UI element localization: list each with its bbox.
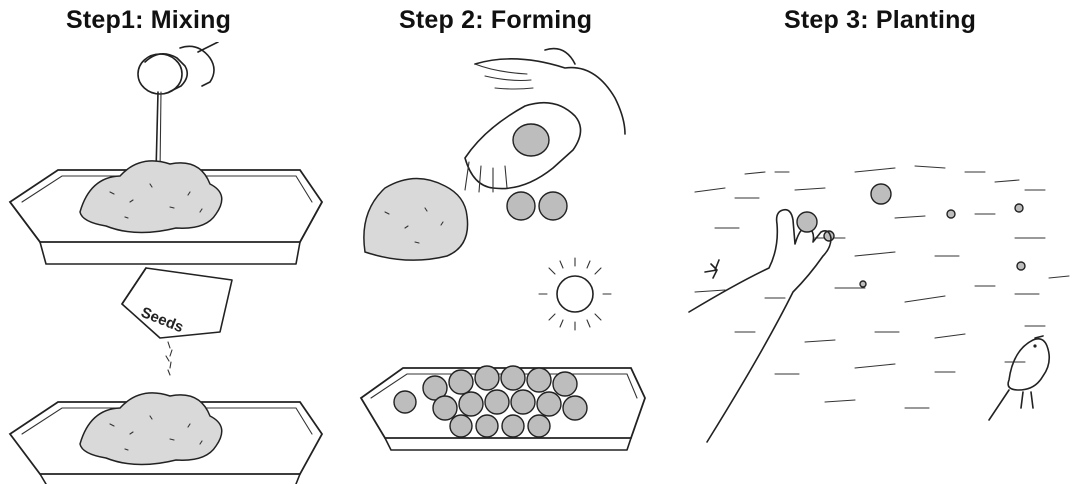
step1-illustration: Seeds bbox=[0, 42, 345, 484]
tray-of-balls-icon bbox=[361, 366, 645, 450]
flower-icon bbox=[705, 260, 719, 278]
field-icon bbox=[695, 166, 1069, 408]
step3-title: Step 3: Planting bbox=[784, 6, 976, 35]
step3-illustration bbox=[675, 42, 1084, 484]
pouring-jug-icon bbox=[138, 42, 218, 172]
soil-tray-icon bbox=[10, 161, 322, 264]
soil-pile-icon bbox=[364, 178, 468, 260]
bird-icon bbox=[989, 336, 1049, 420]
hands-rolling-icon bbox=[465, 49, 625, 192]
seed-balls-icon bbox=[507, 192, 567, 220]
step1-title: Step1: Mixing bbox=[66, 6, 231, 35]
sun-icon bbox=[539, 258, 611, 330]
step2-title: Step 2: Forming bbox=[399, 6, 592, 35]
mixed-tray-icon bbox=[10, 393, 322, 484]
seed-bag-label: Seeds bbox=[139, 304, 186, 336]
throwing-hand-icon bbox=[689, 210, 831, 442]
step2-illustration bbox=[345, 42, 675, 484]
seed-bag-icon: Seeds bbox=[122, 268, 232, 375]
